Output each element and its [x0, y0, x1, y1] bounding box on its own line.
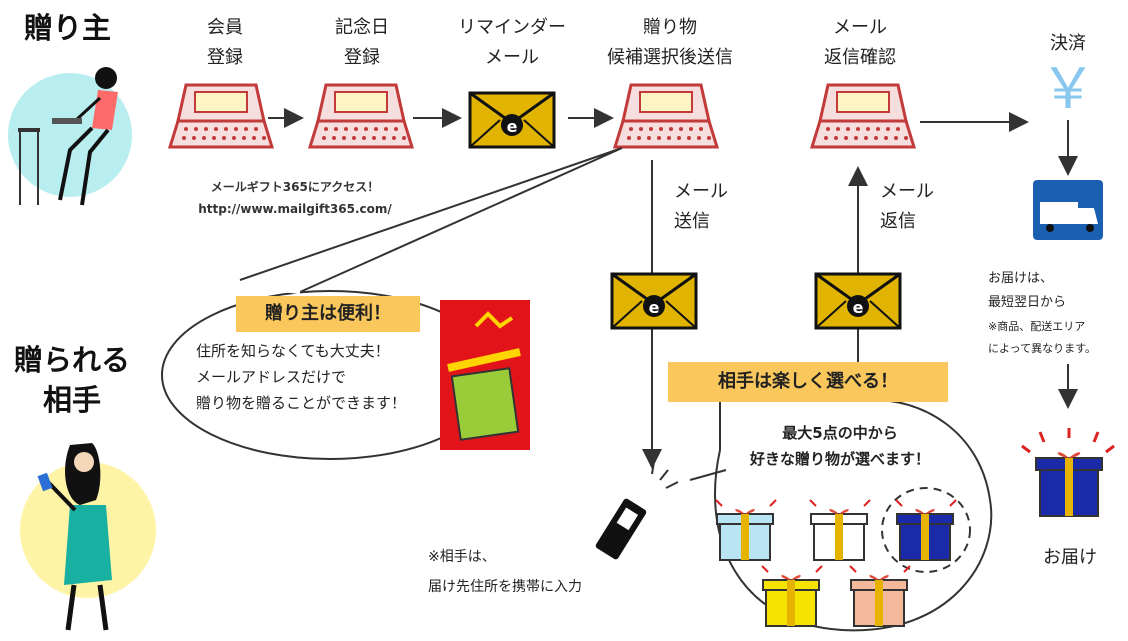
- gift-option-5-icon: [850, 574, 908, 627]
- reminder-envelope-mark: e: [507, 117, 518, 136]
- reply-check-laptop-icon: [810, 83, 916, 149]
- sender-benefit-tag: 贈り主は便利！: [236, 296, 420, 332]
- sender-gift-icon: [440, 300, 530, 450]
- delivery-note-line-3: ※商品、配送エリア: [988, 320, 1086, 333]
- delivery-note-line-2: 最短翌日から: [988, 295, 1067, 310]
- yen-icon: ￥: [1040, 57, 1096, 122]
- member-registration-laptop-icon: [168, 83, 274, 149]
- step-5-line1: メール: [833, 17, 887, 38]
- step-4-line2: 候補選択後送信: [607, 47, 733, 68]
- step-1-line1: 会員: [207, 17, 243, 38]
- gift-options: [715, 487, 971, 627]
- recipient-role-label-line1: 贈られる: [13, 343, 130, 377]
- recipient-role-label-line2: 相手: [42, 383, 101, 417]
- truck-icon: [1033, 180, 1103, 240]
- selected-gift-ring: [881, 487, 971, 573]
- sent-envelope-mark: e: [649, 298, 660, 317]
- step-2-line2: 登録: [344, 47, 380, 68]
- step-6-label: 決済: [1050, 33, 1086, 54]
- recipient-benefit-tag: 相手は楽しく選べる！: [668, 362, 948, 402]
- gift-selection-laptop-icon: [613, 83, 719, 149]
- send-mail-label-line2: 送信: [674, 211, 710, 232]
- delivery-note-line-4: によって異なります。: [988, 342, 1097, 355]
- final-gift-icon: [1021, 428, 1115, 517]
- access-line: メールギフト365にアクセス！: [210, 180, 380, 194]
- reply-mail-label-line2: 返信: [880, 211, 916, 232]
- recipient-illustration: [20, 443, 156, 631]
- recipient-benefit-line-2: 好きな贈り物が選べます！: [749, 450, 930, 468]
- gift-option-4-icon: [762, 574, 820, 627]
- sender-benefit-line-2: メールアドレスだけで: [196, 368, 347, 386]
- reply-envelope-mark: e: [853, 298, 864, 317]
- step-3-line1: リマインダー: [458, 17, 566, 38]
- sender-role-label: 贈り主: [24, 11, 112, 45]
- delivery-note-line-1: お届けは、: [988, 271, 1054, 286]
- final-delivery-label: お届け: [1043, 547, 1097, 568]
- gift-option-2-icon: [810, 508, 868, 561]
- reply-mail-label-line1: メール: [880, 181, 934, 202]
- mobile-note-line-2: 届け先住所を携帯に入力: [428, 579, 582, 595]
- send-mail-label-line1: メール: [674, 181, 728, 202]
- mobile-phone-icon: [595, 461, 679, 560]
- sender-illustration: [8, 67, 132, 206]
- step-5-line2: 返信確認: [824, 47, 896, 68]
- step-4-line1: 贈り物: [643, 17, 697, 38]
- gift-option-3-icon: [896, 508, 954, 561]
- anniversary-registration-laptop-icon: [308, 83, 414, 149]
- sender-benefit-line-3: 贈り物を贈ることができます！: [196, 394, 407, 412]
- gift-option-1-icon: [716, 508, 774, 561]
- step-2-line1: 記念日: [335, 17, 389, 38]
- access-url: http://www.mailgift365.com/: [198, 202, 392, 216]
- sender-benefit-line-1: 住所を知らなくても大丈夫！: [196, 342, 390, 360]
- step-3-line2: メール: [485, 47, 539, 68]
- mobile-note-line-1: ※相手は、: [428, 549, 496, 565]
- step-1-line2: 登録: [207, 47, 243, 68]
- recipient-benefit-line-1: 最大5点の中から: [782, 424, 898, 442]
